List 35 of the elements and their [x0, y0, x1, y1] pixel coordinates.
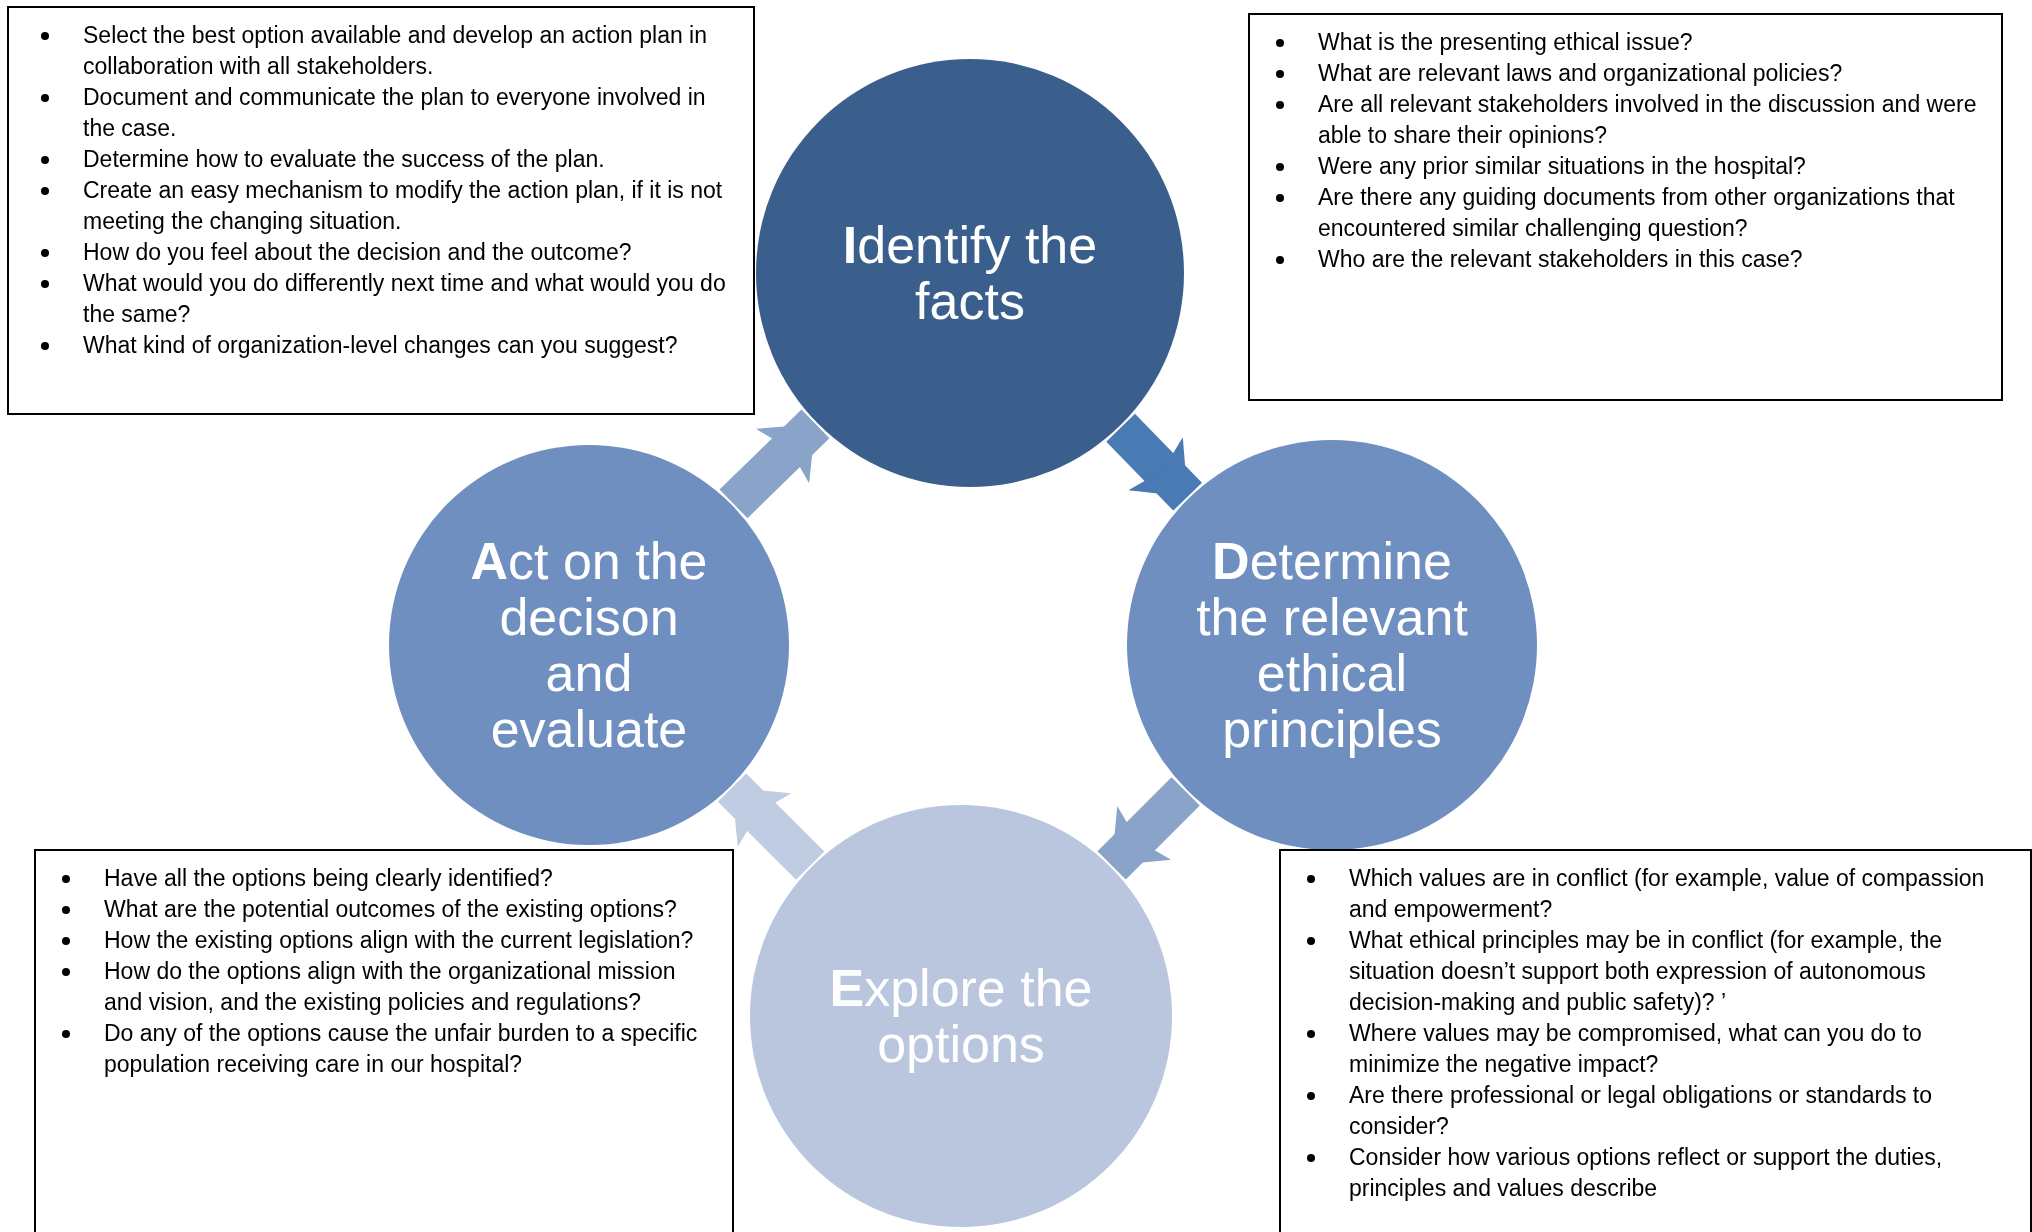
- block-arrow: [1106, 413, 1202, 511]
- question-box: [34, 849, 734, 1232]
- bullet-question: Have all the options being clearly identified?: [104, 864, 554, 893]
- bullet-question: Document and communicate the plan to everyone involved in the case.: [83, 83, 707, 143]
- block-arrow: [719, 409, 830, 519]
- step-title: Determine the relevant ethical principles: [1195, 533, 1469, 757]
- block-arrow: [717, 773, 825, 880]
- bullet-question: Were any prior similar situations in the hospital?: [1318, 152, 1807, 181]
- bullet-question: What are relevant laws and organizational policies?: [1318, 59, 1844, 88]
- bullet-question: Which values are in conflict (for example, value of compassion and empowerment?: [1349, 864, 1986, 924]
- bullet-question: Who are the relevant stakeholders in this case?: [1318, 245, 1804, 274]
- bullet-question: What would you do differently next time and what would you do the same?: [83, 269, 727, 329]
- bullet-question: How do you feel about the decision and the outcome?: [83, 238, 633, 267]
- step-title: Act on the decison and evaluate: [469, 533, 709, 757]
- bullet-question: What ethical principles may be in conflict (for example, the situation doesn’t support both expression of autonomous decision-making and public safety)? ’: [1349, 926, 1944, 1017]
- bullet-question: Are there any guiding documents from other organizations that encountered similar challenging question?: [1318, 183, 1956, 243]
- step-title: Identify the facts: [841, 217, 1099, 329]
- block-arrow: [1097, 777, 1200, 880]
- bullet-question: Create an easy mechanism to modify the action plan, if it is not meeting the changing situation.: [83, 176, 724, 236]
- bullet-question: How the existing options align with the current legislation?: [104, 926, 695, 955]
- bullet-question: What kind of organization-level changes can you suggest?: [83, 331, 679, 360]
- question-box: [7, 6, 755, 415]
- bullet-question: Consider how various options reflect or support the duties, principles and values describe: [1349, 1143, 1944, 1203]
- bullet-question: Where values may be compromised, what can you do to minimize the negative impact?: [1349, 1019, 1923, 1079]
- bullet-question: Are all relevant stakeholders involved in the discussion and were able to share their opinions?: [1318, 90, 1978, 150]
- bullet-question: Are there professional or legal obligations or standards to consider?: [1349, 1081, 1933, 1141]
- question-box: [1248, 13, 2003, 401]
- bullet-question: Select the best option available and develop an action plan in collaboration with all stakeholders.: [83, 21, 708, 81]
- bullet-question: What are the potential outcomes of the existing options?: [104, 895, 678, 924]
- bullet-question: What is the presenting ethical issue?: [1318, 28, 1694, 57]
- bullet-question: How do the options align with the organizational mission and vision, and the existing policies and regulations?: [104, 957, 677, 1017]
- step-title: Explore the options: [828, 960, 1094, 1072]
- bullet-question: Determine how to evaluate the success of the plan.: [83, 145, 606, 174]
- question-box: [1279, 849, 2032, 1232]
- bullet-question: Do any of the options cause the unfair burden to a specific population receiving care in our hospital?: [104, 1019, 699, 1079]
